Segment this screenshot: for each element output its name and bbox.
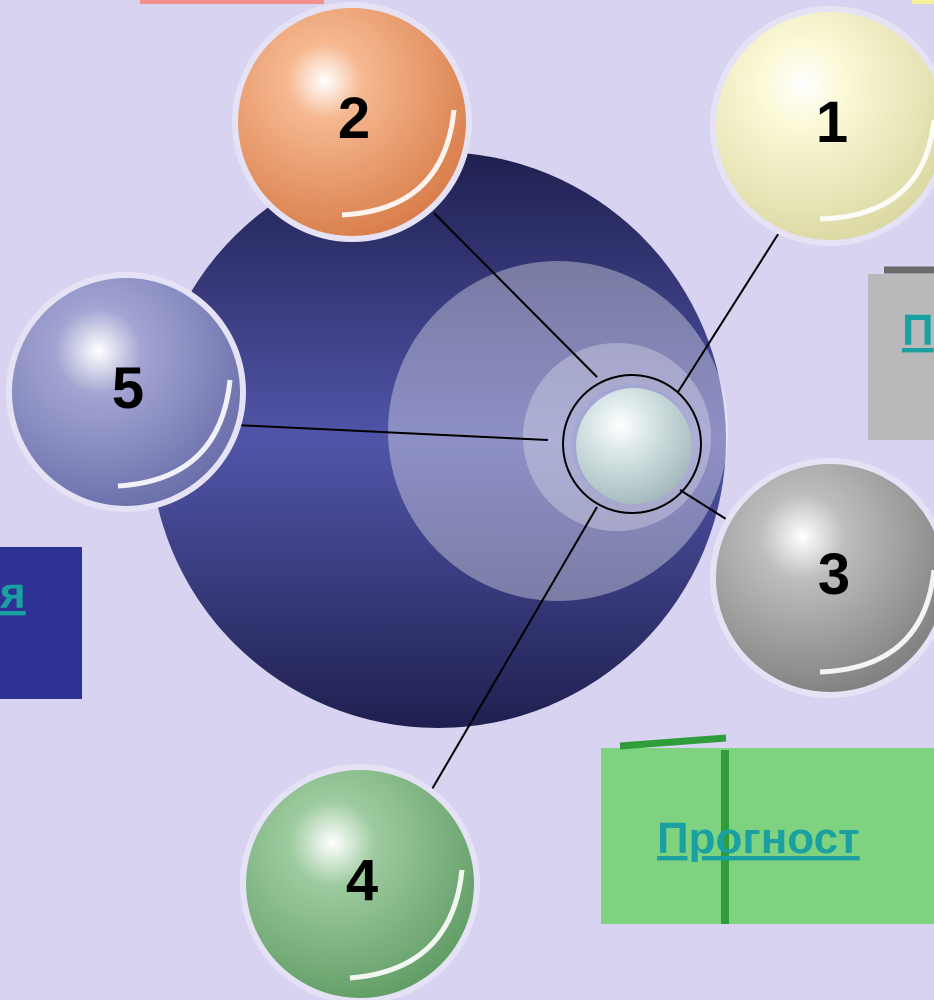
green-card-link[interactable]: Прогност (657, 814, 860, 863)
top-pink-card (140, 0, 324, 4)
node-3-label: 3 (818, 542, 850, 607)
edge-center-1 (677, 227, 783, 393)
node-4[interactable]: 4 (240, 764, 480, 1000)
node-4-label: 4 (346, 848, 378, 913)
node-2-label: 2 (338, 86, 370, 151)
hub-inner-ring (388, 261, 728, 601)
connector-lines (234, 212, 783, 797)
green-card-accent-top (619, 734, 727, 750)
blue-card (0, 547, 82, 699)
center-node[interactable] (562, 374, 702, 514)
gray-card-link[interactable]: П (902, 306, 934, 355)
hub-circle (150, 152, 726, 728)
edge-center-3 (679, 489, 727, 520)
node-5-label: 5 (112, 356, 144, 421)
node-1-label: 1 (816, 90, 848, 155)
top-yellow-card (912, 0, 934, 4)
gray-card (868, 274, 934, 440)
blue-card-link[interactable]: я (0, 569, 26, 618)
green-card (601, 748, 934, 924)
node-2[interactable]: 2 (232, 2, 472, 242)
edge-center-4 (427, 506, 598, 797)
node-1[interactable]: 1 (710, 6, 934, 246)
edge-center-5 (234, 424, 549, 441)
node-3[interactable]: 3 (710, 458, 934, 698)
edge-center-2 (433, 212, 598, 378)
node-5[interactable]: 5 (6, 272, 246, 512)
